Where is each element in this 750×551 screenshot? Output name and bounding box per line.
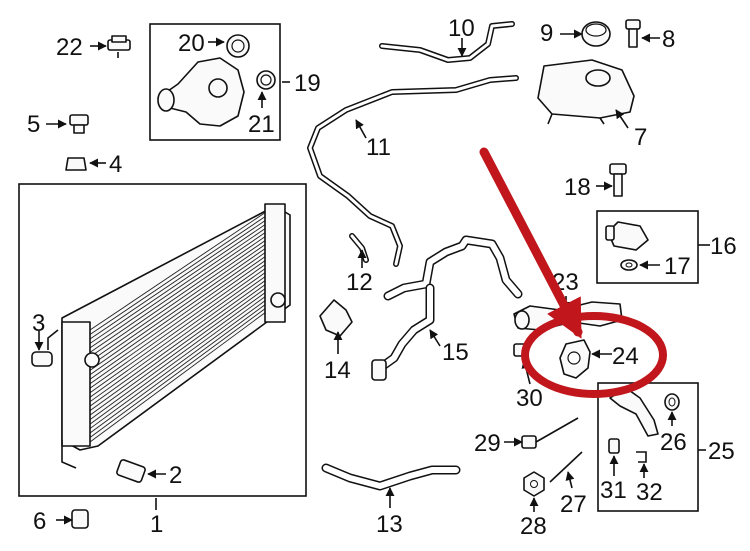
bolt-part-5 [69,114,89,134]
radiator-fin [89,267,267,394]
radiator-group-box [18,183,307,497]
radiator-fin [89,247,267,371]
hose-part-15 [371,235,523,381]
callout-24: 24 [612,343,639,370]
radiator-fin [89,219,267,340]
callout-5: 5 [27,111,40,138]
sensor-group-box [596,210,699,284]
callout-31: 31 [600,477,627,504]
radiator-fin [89,223,267,344]
radiator-part [18,183,307,497]
radiator-fin [89,215,267,335]
radiator-fin [89,231,267,353]
radiator-fin [89,303,267,434]
bolt-part-22 [107,35,131,58]
bracket-part-14 [319,299,353,337]
callout-2: 2 [169,462,182,489]
callout-12: 12 [346,269,373,296]
nut-part-28 [523,471,545,497]
coolant-outlet-part-24 [559,339,591,379]
thermostat-housing-part [157,34,276,127]
coolant-tube-part-10 [379,21,515,63]
callout-29: 29 [474,430,501,457]
hose-part-12 [349,233,369,263]
callout-15: 15 [442,339,469,366]
callout-8: 8 [662,26,675,53]
bolt-part-29 [521,417,579,449]
callout-20: 20 [178,30,205,57]
radiator-fin [89,271,267,398]
plug-part-31 [608,438,620,454]
stud-part-27 [549,451,583,483]
radiator-fin [89,311,267,443]
washer-part-17 [620,259,638,271]
callout-19: 19 [294,70,321,97]
callout-17: 17 [664,253,691,280]
coolant-reservoir-part-7 [537,59,635,125]
radiator-fin [89,287,267,416]
highlight-arrow [479,147,583,339]
callout-13: 13 [376,511,403,538]
callout-22: 22 [56,34,83,61]
callout-14: 14 [324,357,351,384]
radiator-fin [89,243,267,367]
callout-18: 18 [564,174,591,201]
callout-11: 11 [366,134,391,161]
oring-part-26 [664,393,680,411]
bolt-part-8 [625,19,641,48]
callout-3: 3 [32,310,45,337]
radiator-fin [89,275,267,403]
sensor-part-3 [31,351,53,367]
radiator-fin [89,295,267,425]
sensor-part-16 [605,221,649,251]
cap-part-9 [581,21,611,47]
radiator-fin [89,255,267,380]
radiator-fin [89,211,267,331]
radiator-fin [89,259,267,385]
clip-part-4 [65,157,87,171]
highlight-circle [521,312,667,398]
callout-4: 4 [109,151,122,178]
highlight-annotation [479,147,667,398]
callout-26: 26 [660,429,687,456]
radiator-fin [89,307,267,438]
callout-9: 9 [540,20,553,47]
radiator-fin [89,235,267,358]
bolt-part-18 [609,163,627,197]
radiator-fin [89,299,267,429]
callout-32: 32 [636,479,663,506]
thermostat-group-box [149,23,281,141]
callout-25: 25 [708,438,735,465]
callout-6: 6 [33,508,46,535]
radiator-fin [89,239,267,362]
callout-27: 27 [560,491,587,518]
hose-part-13 [321,463,461,491]
callout-28: 28 [520,513,547,540]
grommet-part-6 [71,509,89,529]
coolant-tube-part-11 [307,75,519,267]
radiator-fin [89,291,267,420]
radiator-fin [89,283,267,412]
callout-16: 16 [710,233,737,260]
radiator-fin [89,263,267,389]
callout-10: 10 [448,15,475,42]
callout-21: 21 [248,111,275,138]
sensor-part-2 [116,459,146,483]
callout-7: 7 [634,124,647,151]
callout-30: 30 [516,385,543,412]
clip-part-32 [636,451,647,463]
radiator-fin [89,279,267,407]
radiator-fin [89,251,267,376]
radiator-fin [89,227,267,349]
callout-1: 1 [150,511,163,538]
